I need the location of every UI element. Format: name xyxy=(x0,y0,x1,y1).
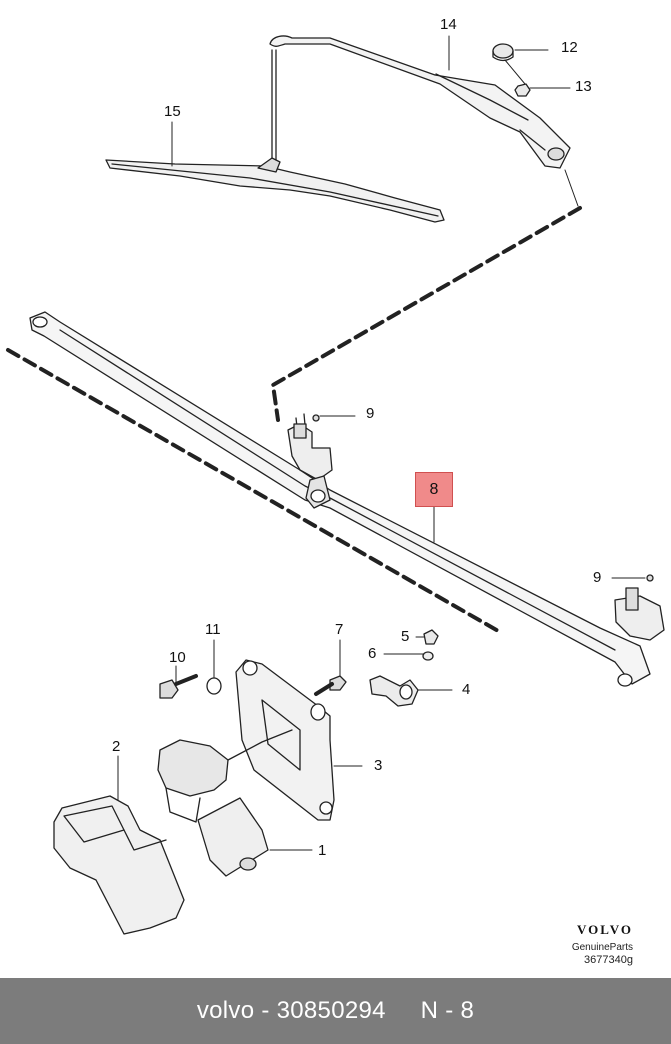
motor-cover-part-2 xyxy=(53,795,185,935)
callout-12: 12 xyxy=(561,39,578,56)
callout-14: 14 xyxy=(440,16,457,33)
genuine-parts-label: GenuineParts xyxy=(571,942,633,953)
bolt-part-7 xyxy=(314,675,347,696)
pivot-assembly-left xyxy=(287,413,333,509)
callout-6: 6 xyxy=(368,645,377,662)
callout-9-lower: 9 xyxy=(593,569,602,586)
brand-block: VOLVO GenuineParts 3677340g xyxy=(572,922,633,966)
wiper-blade xyxy=(105,49,445,223)
callout-15: 15 xyxy=(164,103,181,120)
callout-11: 11 xyxy=(205,621,221,638)
dashed-guide-lines xyxy=(6,206,582,634)
leader-11-arm-link xyxy=(504,59,526,85)
washer-part-11 xyxy=(206,677,222,695)
footer-text: volvo - 30850294 N - 8 xyxy=(196,997,475,1024)
clip-part-4 xyxy=(369,675,419,707)
callout-13: 13 xyxy=(575,78,592,95)
callout-10: 10 xyxy=(169,649,186,666)
wiper-motor xyxy=(157,729,293,877)
nut-part-13 xyxy=(514,83,531,97)
cap-part xyxy=(492,43,514,62)
callout-2: 2 xyxy=(112,738,121,755)
callout-4: 4 xyxy=(462,681,471,698)
callout-8-highlight[interactable]: 8 xyxy=(415,472,453,507)
parts-diagram xyxy=(6,35,665,935)
callout-9-upper: 9 xyxy=(366,405,375,422)
pivot-assembly-right xyxy=(614,574,665,687)
callout-5: 5 xyxy=(401,628,410,645)
washer-part-6 xyxy=(422,651,434,661)
wiper-arm xyxy=(269,35,571,169)
link-arm-pivot xyxy=(564,169,579,207)
callout-3: 3 xyxy=(374,757,383,774)
bracket-part-3 xyxy=(235,659,335,821)
nut-part-5 xyxy=(423,629,439,645)
diagram-code: 3677340g xyxy=(584,954,633,966)
bolt-part-10 xyxy=(159,674,198,699)
footer-bar: volvo - 30850294 N - 8 xyxy=(0,978,671,1044)
callout-1: 1 xyxy=(318,842,327,859)
volvo-logo: VOLVO xyxy=(577,922,633,937)
callout-7: 7 xyxy=(335,621,344,638)
